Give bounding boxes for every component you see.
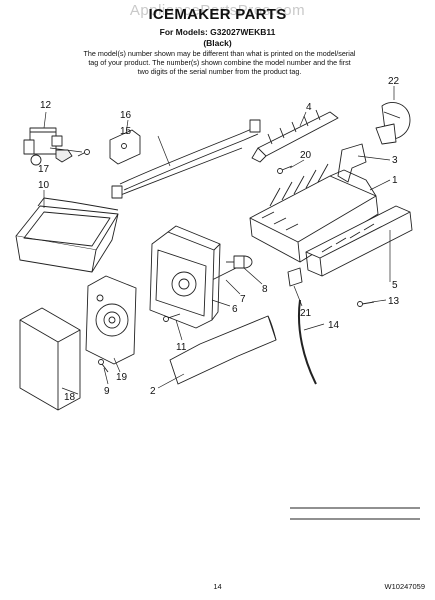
part-screw-20	[277, 165, 293, 174]
callout-labels: 12 17 10 16 15 4 22 3 20 1 5 13 21 14 8 …	[38, 76, 400, 403]
blank-lines	[290, 507, 420, 520]
callout-11: 11	[176, 342, 187, 353]
part-bracket	[109, 129, 141, 165]
callout-16: 16	[120, 110, 132, 121]
callout-3: 3	[392, 155, 398, 166]
callout-22: 22	[388, 76, 400, 87]
callout-10: 10	[38, 180, 50, 191]
part-module-cover	[19, 307, 81, 411]
color-line: (Black)	[203, 38, 232, 48]
page-number: 14	[213, 582, 222, 591]
part-wire-harness	[111, 119, 261, 199]
callout-1: 1	[392, 175, 398, 186]
part-mold	[249, 163, 379, 263]
callout-12: 12	[40, 100, 52, 111]
page-title: ICEMAKER PARTS	[148, 6, 287, 23]
callout-19: 19	[116, 372, 128, 383]
part-actuator	[226, 255, 253, 269]
part-motor	[85, 275, 137, 365]
document-number: W10247059	[384, 582, 425, 591]
callout-14: 14	[328, 320, 340, 331]
callout-13: 13	[388, 296, 400, 307]
callout-20: 20	[300, 150, 312, 161]
part-screw-11	[163, 313, 181, 322]
callout-5: 5	[392, 280, 398, 291]
callout-15: 15	[120, 126, 132, 137]
part-arm-bracket	[337, 143, 367, 183]
callout-2: 2	[150, 386, 156, 397]
part-ice-bin	[15, 197, 119, 273]
part-cap	[375, 102, 411, 145]
callout-7: 7	[240, 294, 246, 305]
part-clip	[287, 267, 303, 287]
part-front-cover	[305, 205, 413, 277]
callout-17: 17	[38, 164, 50, 175]
part-tube	[297, 299, 317, 385]
part-screw-13	[357, 301, 375, 307]
part-module-housing	[149, 225, 221, 329]
callout-4: 4	[306, 102, 312, 113]
callout-6: 6	[232, 304, 238, 315]
leader-lines	[43, 86, 395, 395]
model-note: The model(s) number shown may be differe…	[83, 49, 356, 77]
callout-9: 9	[104, 386, 110, 397]
models-line: For Models: G32027WEKB11	[159, 27, 276, 37]
callout-21: 21	[300, 308, 312, 319]
part-water-valve	[23, 127, 73, 166]
part-screw-9	[98, 359, 109, 373]
part-screw-17	[77, 149, 90, 157]
watermark: AppliancePartsPros.com	[129, 2, 306, 19]
part-shaft	[211, 267, 237, 281]
part-ejector-fingers	[251, 109, 339, 163]
part-shield	[169, 315, 277, 385]
callout-8: 8	[262, 284, 268, 295]
callout-18: 18	[64, 392, 76, 403]
